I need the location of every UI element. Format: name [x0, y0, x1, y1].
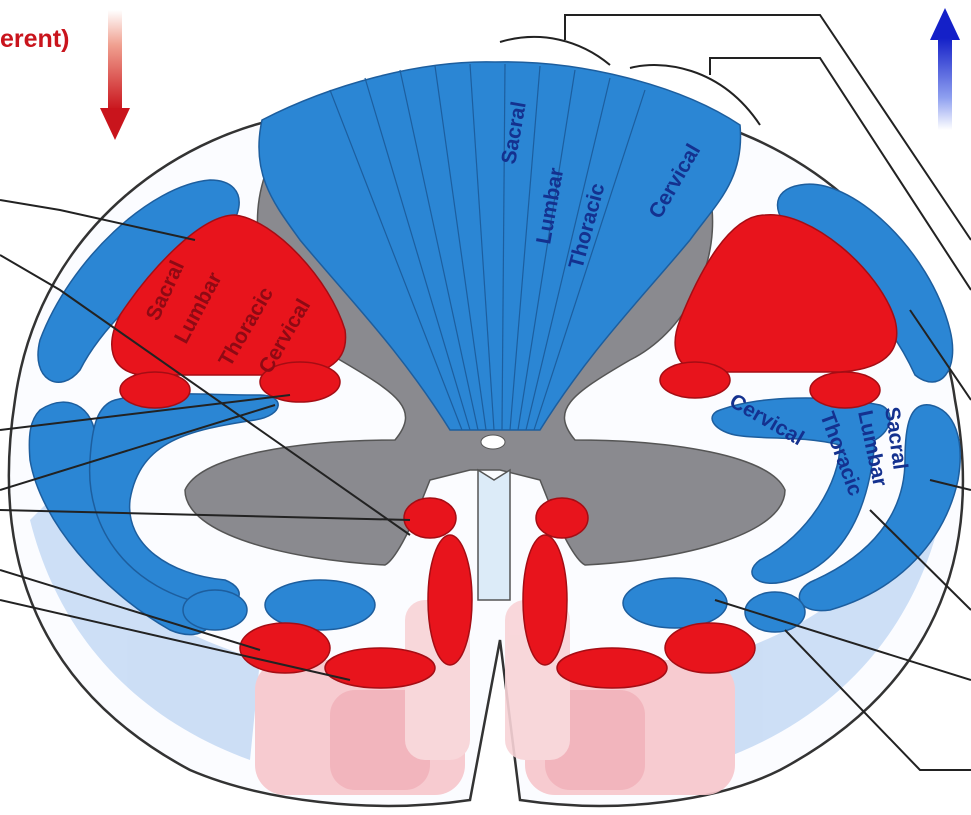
anterior-median-fissure — [478, 470, 510, 600]
descending-arrow-icon — [100, 10, 130, 140]
corner-label-fragment: erent) — [0, 25, 69, 54]
central-canal — [481, 435, 505, 449]
ascending-arrow-icon — [930, 8, 960, 130]
